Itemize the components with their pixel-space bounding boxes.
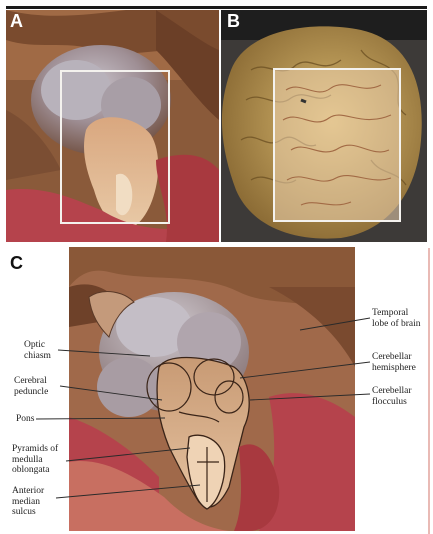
label-optic-chiasm: Optic chiasm xyxy=(24,340,51,361)
panel-b-letter: B xyxy=(227,12,240,30)
label-pyramids: Pyramids of medulla oblongata xyxy=(12,444,58,476)
label-pons: Pons xyxy=(16,414,34,425)
panel-a-letter: A xyxy=(10,12,23,30)
panel-c-letter: C xyxy=(10,254,23,272)
top-rule xyxy=(6,6,427,9)
label-cerebral-peduncle: Cerebral peduncle xyxy=(14,376,48,397)
label-temporal-lobe: Temporal lobe of brain xyxy=(372,308,421,329)
region-of-interest-box xyxy=(273,68,401,222)
label-cerebellar-hemisphere: Cerebellar hemisphere xyxy=(372,352,416,373)
panel-c-image xyxy=(69,247,355,531)
panel-b: B xyxy=(221,10,427,242)
edge-strip xyxy=(428,248,430,534)
region-of-interest-box xyxy=(60,70,170,224)
label-cerebellar-flocculus: Cerebellar flocculus xyxy=(372,386,412,407)
panel-c xyxy=(69,247,355,531)
label-anterior-median-sulcus: Anterior median sulcus xyxy=(12,486,44,518)
panel-a: A xyxy=(6,10,219,242)
